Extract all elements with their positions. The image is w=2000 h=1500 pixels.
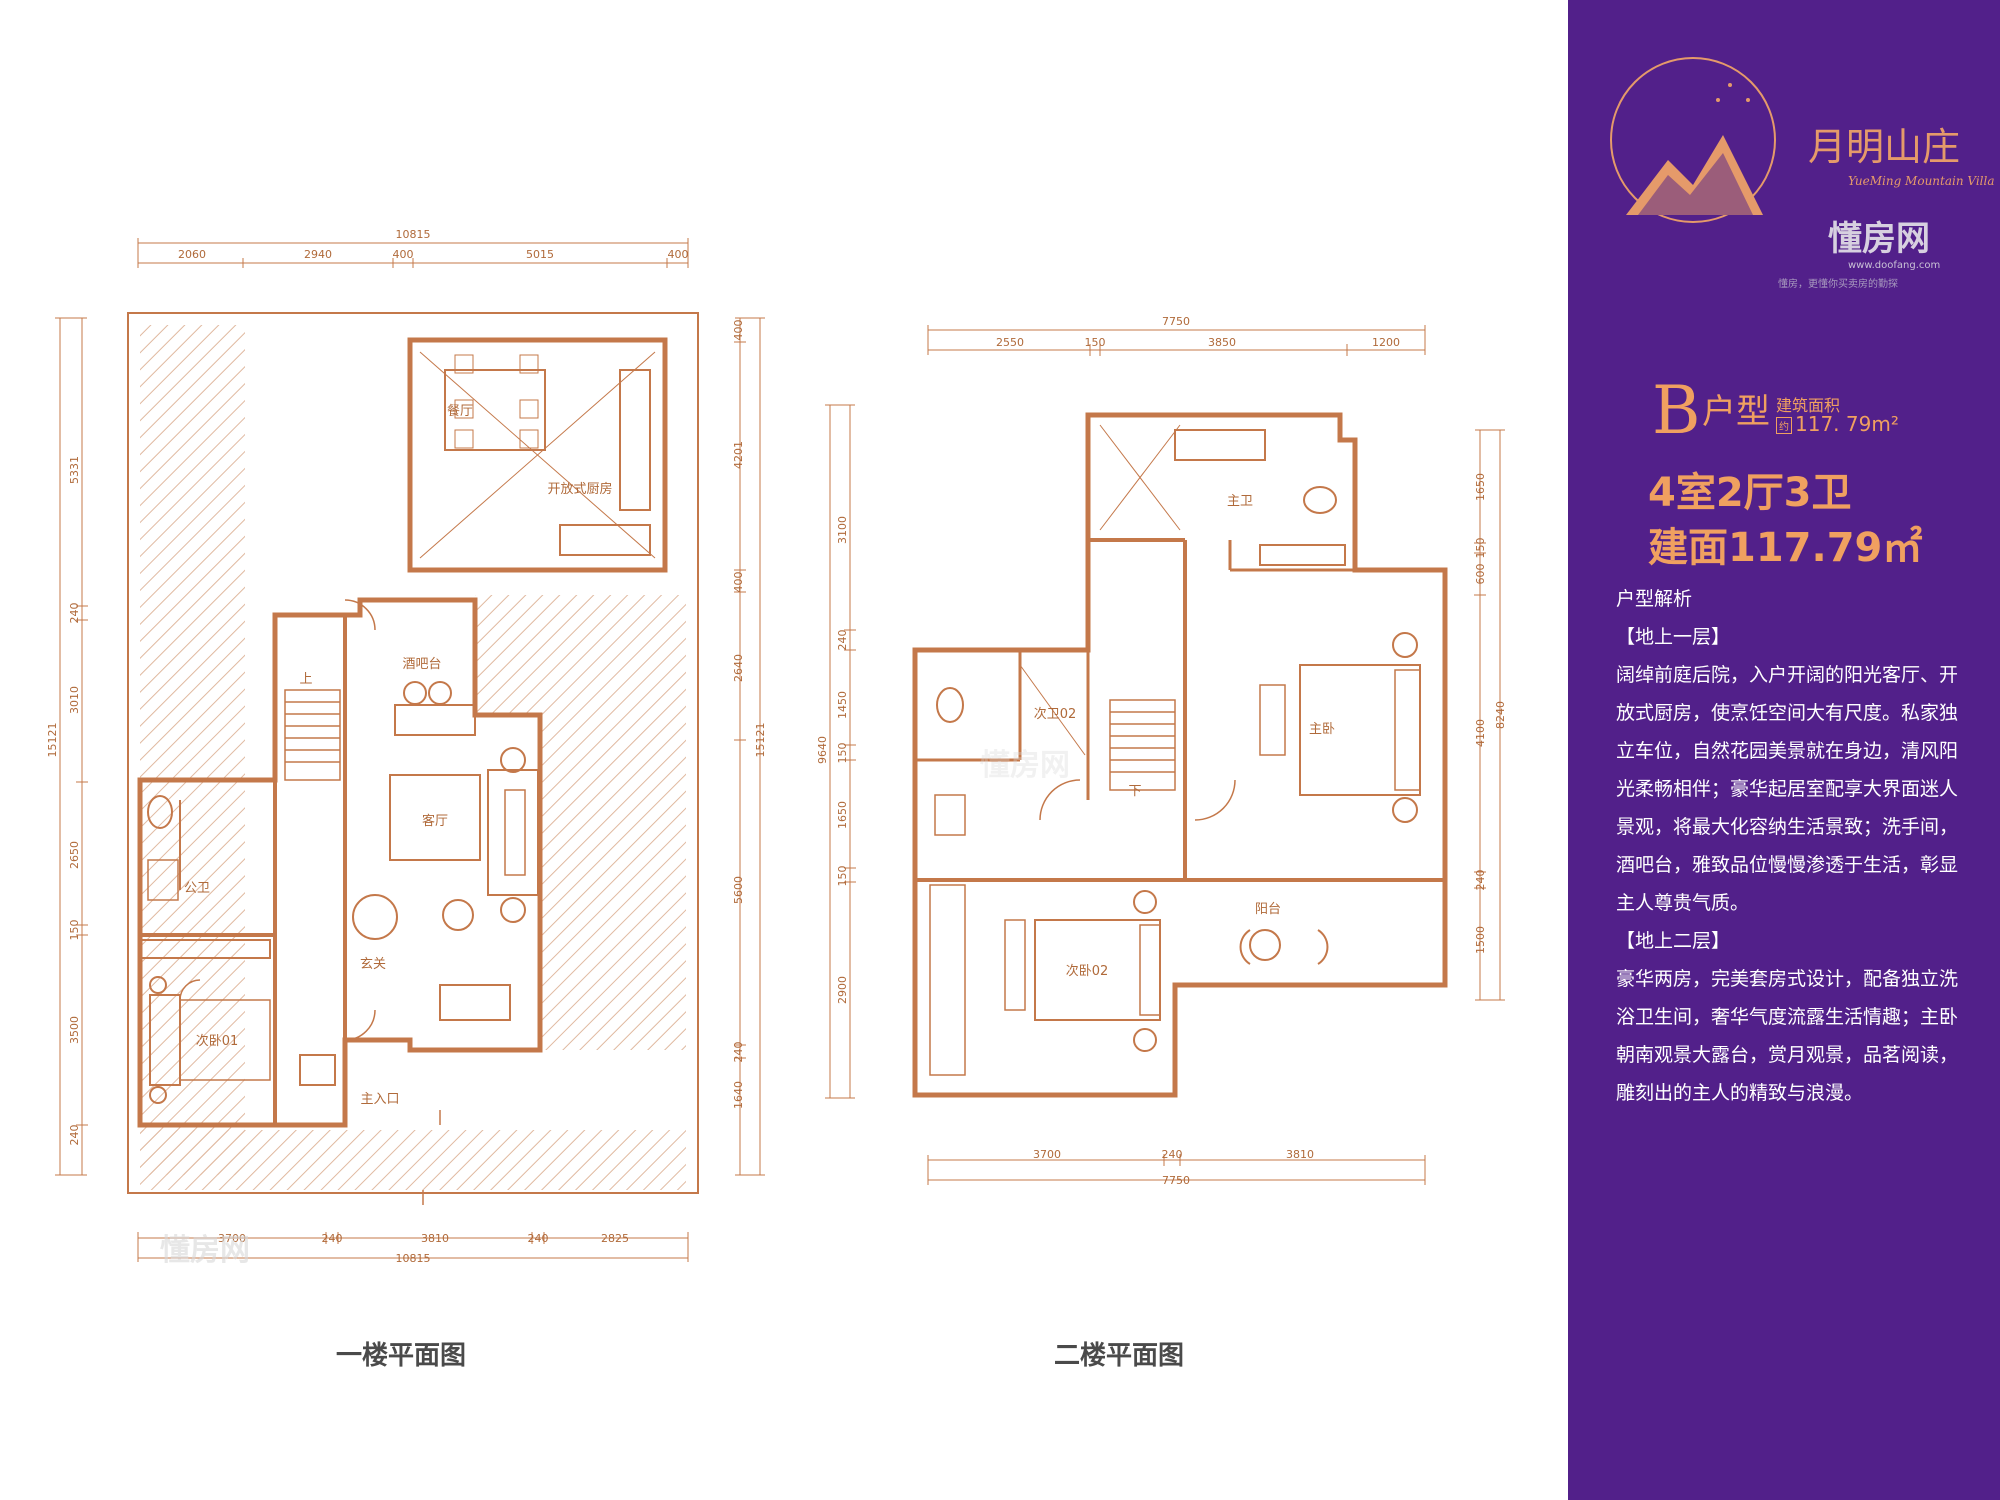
room-bath2: 次卫02 [1034,706,1077,722]
svg-text:3500: 3500 [68,1016,81,1044]
stair-up: 上 [299,672,312,687]
svg-text:240: 240 [68,1125,81,1146]
svg-text:5331: 5331 [68,456,81,484]
watermark-url: www.doofang.com [1848,260,1940,271]
brand-name-cn: 月明山庄 [1808,125,1960,169]
floor2-dimensions: 7750 2550 150 3850 1200 3700 240 3810 77… [816,315,1507,1187]
svg-text:15121: 15121 [754,723,767,758]
svg-text:400: 400 [732,572,745,593]
svg-text:9640: 9640 [816,736,829,764]
watermark-cn: 懂房网 [1828,219,1930,259]
svg-text:5600: 5600 [732,876,745,904]
floor1-plan [55,238,765,1262]
svg-text:1500: 1500 [1474,926,1487,954]
info-panel: 月明山庄 YueMing Mountain Villa 懂房网 www.doof… [1568,0,2000,1500]
area-label: 建筑面积 [1776,396,1841,415]
svg-text:1650: 1650 [836,801,849,829]
room-bed1: 次卧01 [196,1033,239,1049]
svg-text:150: 150 [1474,538,1487,559]
brand-name-en: YueMing Mountain Villa [1848,174,1995,188]
svg-text:240: 240 [1474,870,1487,891]
svg-text:15121: 15121 [46,723,59,758]
desc-floor1-text: 阔绰前庭后院，入户开阔的阳光客厅、开放式厨房，使烹饪空间大有尺度。私家独立车位，… [1616,664,1959,914]
floor1-title: 一楼平面图 [336,1341,467,1371]
svg-text:2060: 2060 [178,248,206,261]
room-living: 客厅 [422,813,448,829]
svg-text:150: 150 [1085,336,1106,349]
svg-text:2640: 2640 [732,654,745,682]
svg-text:1450: 1450 [836,691,849,719]
svg-text:2650: 2650 [68,841,81,869]
room-dining: 餐厅 [447,403,473,419]
floor2-title: 二楼平面图 [1054,1341,1185,1371]
room-wc: 公卫 [184,881,210,896]
room-entry: 主入口 [360,1092,399,1107]
svg-text:3810: 3810 [421,1232,449,1245]
svg-text:400: 400 [393,248,414,261]
stair-down: 下 [1128,784,1141,799]
svg-text:240: 240 [528,1232,549,1245]
svg-text:1640: 1640 [732,1081,745,1109]
svg-text:240: 240 [322,1232,343,1245]
layout-description: 户型解析 【地上一层】 阔绰前庭后院，入户开阔的阳光客厅、开放式厨房，使烹饪空间… [1616,580,1972,1112]
svg-text:400: 400 [668,248,689,261]
svg-text:400: 400 [732,320,745,341]
floor1-dimensions: 10815 2060 2940 400 5015 400 3700 240 38… [46,228,767,1265]
desc-floor2-heading: 【地上二层】 [1616,930,1731,952]
svg-text:2550: 2550 [996,336,1024,349]
room-foyer: 玄关 [360,957,386,972]
svg-text:7750: 7750 [1162,315,1190,328]
room-master-bed: 主卧 [1309,722,1335,737]
watermark-logo: 懂房网 [980,748,1070,783]
svg-text:7750: 7750 [1162,1174,1190,1187]
area-big: 建面117.79㎡ [1648,525,1923,571]
svg-text:3810: 3810 [1286,1148,1314,1161]
svg-text:8240: 8240 [1494,701,1507,729]
svg-text:240: 240 [68,603,81,624]
room-bar: 酒吧台 [402,657,441,672]
svg-text:10815: 10815 [396,1252,431,1265]
svg-text:4201: 4201 [732,441,745,469]
svg-text:150: 150 [68,920,81,941]
svg-text:1200: 1200 [1372,336,1400,349]
svg-text:150: 150 [836,866,849,887]
brand-logo: 月明山庄 YueMing Mountain Villa 懂房网 www.doof… [1610,57,1995,290]
svg-text:2940: 2940 [304,248,332,261]
watermark-slogan: 懂房，更懂你买卖房的勤探 [1778,277,1898,290]
svg-text:2825: 2825 [601,1232,629,1245]
svg-text:3700: 3700 [1033,1148,1061,1161]
watermark-logo: 懂房网 [160,1233,250,1268]
svg-text:3850: 3850 [1208,336,1236,349]
desc-floor2-text: 豪华两房，完美套房式设计，配备独立洗浴卫生间，奢华气度流露生活情趣；主卧朝南观景… [1616,968,1959,1104]
floor1-room-labels: 餐厅 开放式厨房 酒吧台 客厅 公卫 玄关 次卧01 主入口 上 [184,403,613,1107]
room-kitchen: 开放式厨房 [547,481,612,497]
svg-text:3100: 3100 [836,516,849,544]
svg-text:240: 240 [732,1042,745,1063]
room-balcony: 阳台 [1255,902,1281,917]
floor-plans: 10815 2060 2940 400 5015 400 3700 240 38… [46,228,1507,1265]
svg-text:150: 150 [836,743,849,764]
desc-floor1-heading: 【地上一层】 [1616,626,1731,648]
room-bed2: 次卧02 [1066,963,1109,979]
unit-suffix: 户型 [1702,392,1770,432]
svg-text:4100: 4100 [1474,719,1487,747]
svg-text:1650: 1650 [1474,473,1487,501]
svg-text:600: 600 [1474,564,1487,585]
unit-letter: B [1652,372,1701,449]
floor2-plan [825,325,1505,1185]
svg-text:5015: 5015 [526,248,554,261]
desc-heading: 户型解析 [1616,588,1693,610]
svg-text:2900: 2900 [836,976,849,1004]
svg-text:240: 240 [1162,1148,1183,1161]
room-count: 4室2厅3卫 [1648,470,1852,516]
room-master-bath: 主卫 [1227,494,1253,509]
svg-text:3700: 3700 [218,1232,246,1245]
svg-text:240: 240 [836,630,849,651]
svg-text:10815: 10815 [396,228,431,241]
svg-text:3010: 3010 [68,686,81,714]
floor2-room-labels: 主卫 次卫02 主卧 次卧02 阳台 下 [1034,494,1335,979]
